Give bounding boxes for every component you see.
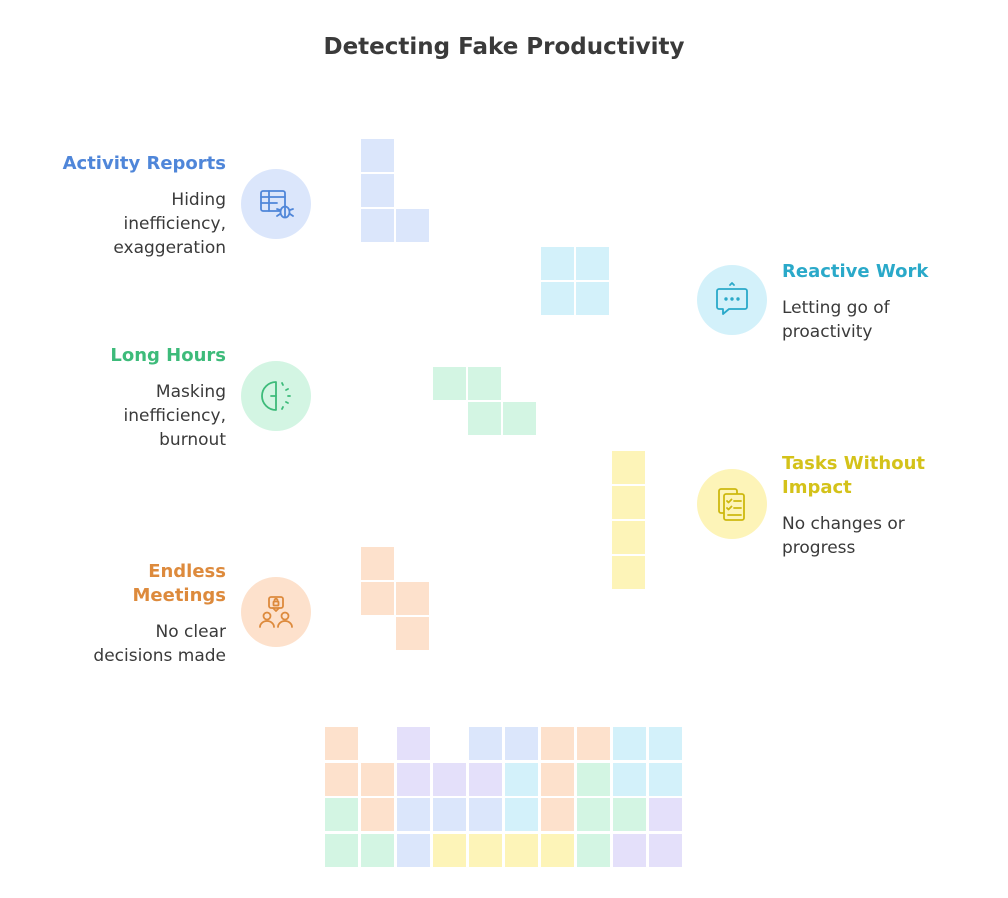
long-hours-desc: Masking inefficiency, burnout [123,382,226,450]
stack-block [361,833,394,867]
stack-block [649,798,682,831]
stack-block [469,762,502,796]
yellow-i-block [612,521,645,554]
stack-block [613,798,646,831]
reactive-work-desc: Letting go of proactivity [782,298,890,342]
endless-meetings-desc: No clear decisions made [93,622,226,666]
stack-block [541,833,574,867]
orange-s-block [396,582,429,615]
stack-block [505,727,538,760]
stack-block [613,833,646,867]
stack-block [397,798,430,831]
tasks-without-impact-label: Tasks Without Impact [782,453,925,498]
blue-l-block [361,209,394,242]
stack-block [469,798,502,831]
stack-block [505,798,538,831]
stack-block [541,762,574,796]
activity-reports-label: Activity Reports [62,153,226,174]
stack-block [361,798,394,831]
long-hours-icon-circle [241,361,311,431]
blue-l-block [361,139,394,172]
stack-block [433,833,466,867]
stack-block [613,762,646,796]
stack-block [649,762,682,796]
yellow-i-block [612,556,645,589]
cyan-o-block [541,282,574,315]
stack-block [505,762,538,796]
blue-l-block [361,174,394,207]
tasks-without-impact-icon-circle [697,469,767,539]
stack-block [577,762,610,796]
spreadsheet-bug-icon [260,190,294,219]
orange-s-block [361,582,394,615]
stack-block [325,833,358,867]
stack-block [505,833,538,867]
green-z-block [468,402,501,435]
reactive-work-icon-circle [697,265,767,335]
stack-block [541,798,574,831]
meeting-people-icon [259,596,293,628]
green-z-block [433,367,466,400]
activity-reports-icon-circle [241,169,311,239]
stack-block [649,727,682,760]
stack-block [397,727,430,760]
long-hours-label: Long Hours [110,345,226,366]
stack-block [433,762,466,796]
stack-block [325,727,358,760]
stack-block [577,833,610,867]
stack-block [397,833,430,867]
endless-meetings-icon-circle [241,577,311,647]
orange-s-block [361,547,394,580]
chat-refresh-icon [716,282,748,315]
stack-block [541,727,574,760]
orange-s-block [396,617,429,650]
stack-block [577,727,610,760]
cyan-o-block [541,247,574,280]
yellow-i-block [612,451,645,484]
yellow-i-block [612,486,645,519]
page-title: Detecting Fake Productivity [323,34,685,60]
blue-l-block [396,209,429,242]
stack-block [469,833,502,867]
half-clock-icon [261,381,291,411]
reactive-work-label: Reactive Work [782,261,929,282]
stack-block [361,762,394,796]
stack-block [649,833,682,867]
stack-block [325,798,358,831]
stack-block [469,727,502,760]
task-list-icon [718,488,745,521]
stack-block [577,798,610,831]
stack-block [325,762,358,796]
green-z-block [468,367,501,400]
endless-meetings-label: Endless Meetings [132,561,226,606]
cyan-o-block [576,282,609,315]
green-z-block [503,402,536,435]
stack-block [613,727,646,760]
stack-block [433,798,466,831]
stack-block [397,762,430,796]
tasks-without-impact-desc: No changes or progress [782,514,905,558]
activity-reports-desc: Hiding inefficiency, exaggeration [113,190,226,258]
cyan-o-block [576,247,609,280]
